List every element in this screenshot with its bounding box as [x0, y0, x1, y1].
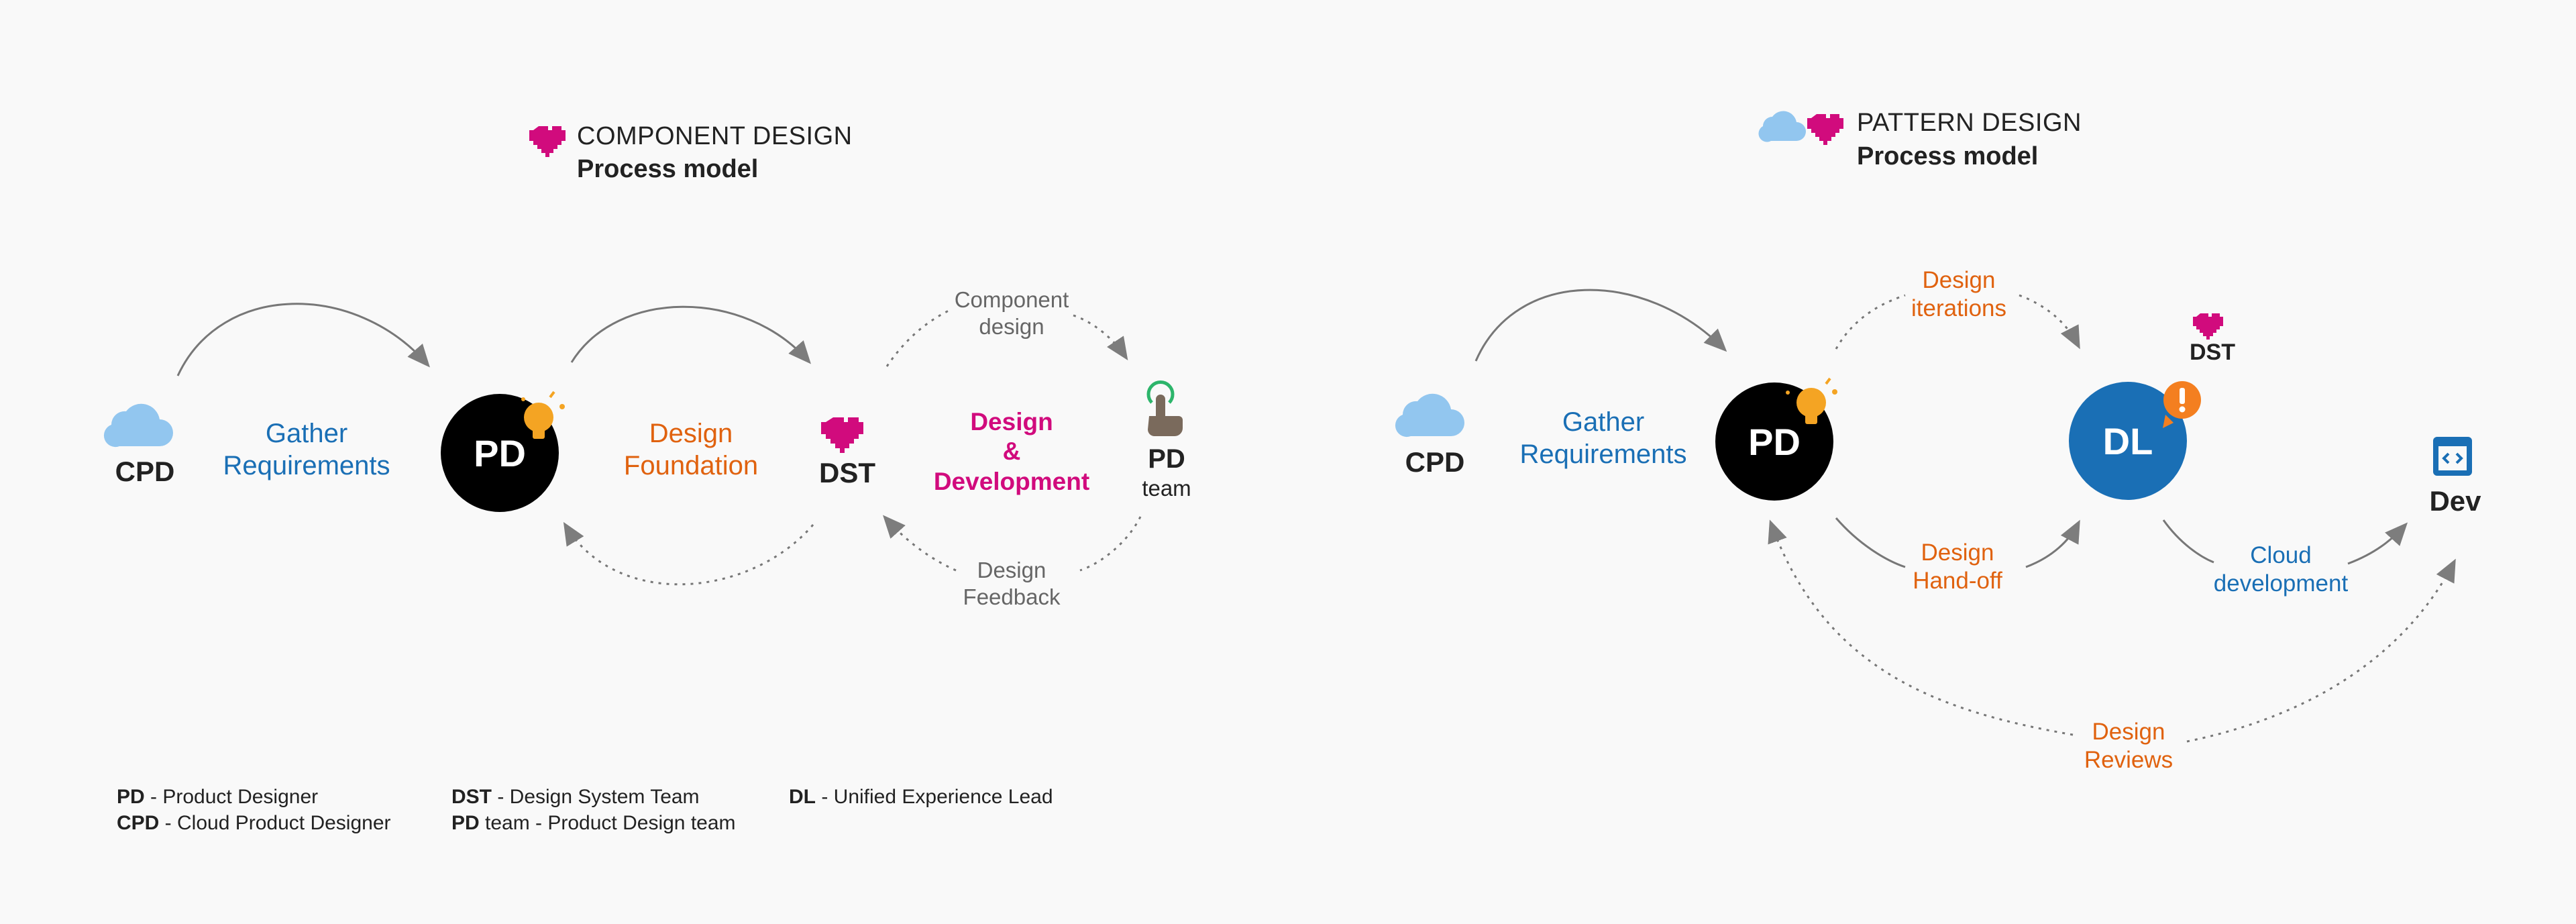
arrow-pd-to-dst	[570, 305, 811, 364]
lightbulb-icon	[1786, 377, 1837, 424]
heart-icon	[529, 126, 566, 157]
arrow-reviews-right	[2186, 558, 2456, 743]
heart-icon	[821, 417, 863, 453]
arrow-cpd-to-pd	[176, 303, 430, 376]
arrow-cloud-end	[2347, 522, 2408, 565]
legend-pd: PD - Product Designer	[117, 786, 319, 808]
arrow-iterations-end	[2019, 294, 2080, 350]
arrow-cloud-start	[2162, 519, 2214, 564]
legend-col-2: DST - Design System Team PD team - Produ…	[451, 784, 736, 836]
cpd-label: CPD	[115, 456, 175, 487]
heart-icon	[1807, 114, 1843, 145]
arrow-iterations-start	[1835, 294, 1906, 350]
cloud-icon	[103, 403, 173, 448]
pattern-design-subtitle: Process model	[1857, 142, 2039, 170]
alert-icon	[2163, 381, 2201, 428]
legend-dl: DL - Unified Experience Lead	[789, 786, 1053, 808]
legend-col-3: DL - Unified Experience Lead	[789, 784, 1053, 810]
pd-label: PD	[474, 431, 526, 474]
legend-dst: DST - Design System Team	[451, 786, 700, 808]
cloud-icon	[1395, 393, 1464, 438]
component-design-title: COMPONENT DESIGN	[577, 122, 853, 150]
dst-label-right: DST	[2190, 340, 2235, 365]
design-development-label: Design&Development	[933, 408, 1090, 495]
pd-team-label: PD team	[1142, 444, 1191, 501]
legend-pd-team: PD team - Product Design team	[451, 812, 736, 834]
arrow-pdteam-to-dst	[1079, 516, 1142, 572]
dst-label: DST	[819, 457, 875, 489]
arrow-handoff-start	[1835, 517, 1906, 568]
dl-label: DL	[2102, 419, 2153, 462]
arrow-dst-to-pdteam	[885, 307, 953, 367]
arrow-cpd-to-pd-right	[1474, 289, 1727, 362]
arrow-feedback-to-dst	[883, 515, 957, 572]
pattern-design-title: PATTERN DESIGN	[1857, 109, 2082, 137]
arrow-component-design	[1073, 314, 1128, 360]
legend-cpd: CPD - Cloud Product Designer	[117, 812, 391, 834]
arrow-dst-to-pd-feedback	[563, 521, 814, 586]
dev-label: Dev	[2429, 485, 2481, 517]
touch-icon	[1146, 380, 1183, 436]
code-window-icon	[2433, 437, 2472, 476]
arrow-handoff-end	[2025, 519, 2080, 568]
dl-circle	[2069, 382, 2187, 500]
lightbulb-icon	[521, 391, 565, 439]
legend-col-1: PD - Product Designer CPD - Cloud Produc…	[117, 784, 391, 836]
cpd-label-right: CPD	[1405, 446, 1465, 478]
heart-icon	[2193, 313, 2223, 340]
cloud-icon	[1758, 111, 1806, 142]
pd-label-right: PD	[1748, 420, 1801, 463]
component-design-subtitle: Process model	[577, 155, 759, 183]
